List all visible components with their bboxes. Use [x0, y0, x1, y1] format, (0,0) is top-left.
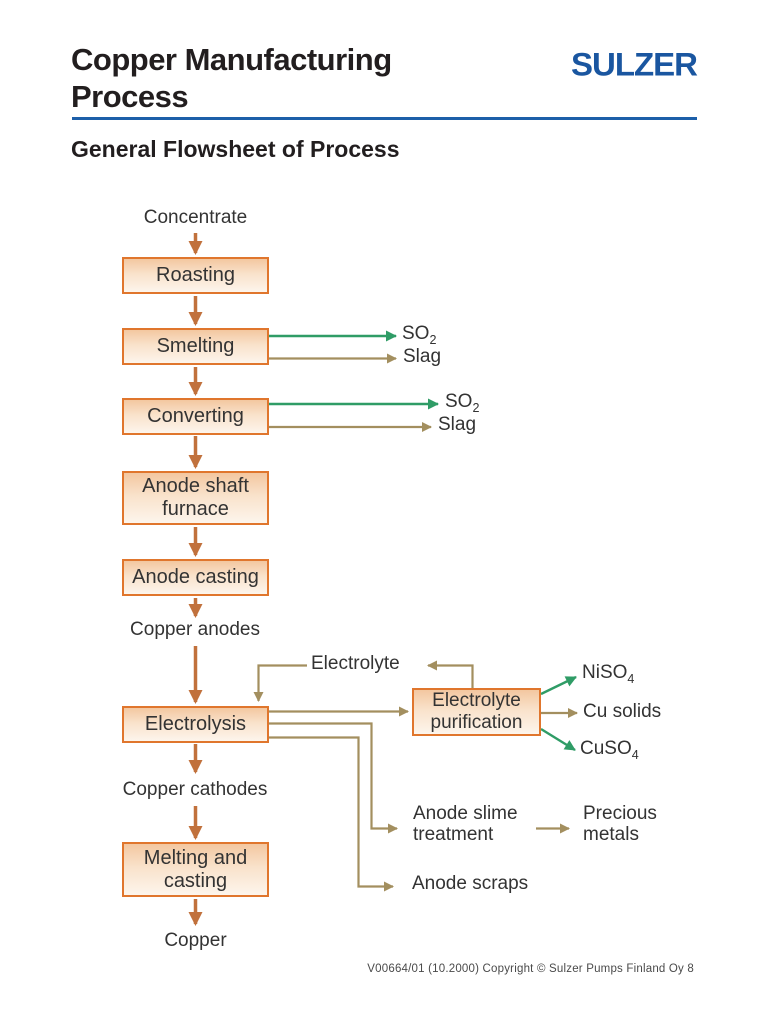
arrow-purification-niso4: [540, 675, 577, 696]
formula-sub: 2: [472, 400, 480, 415]
label-precious-metals: Precious metals: [583, 803, 657, 845]
label-slag-smelting: Slag: [403, 346, 442, 367]
arrow-purification-cuso4: [540, 727, 576, 752]
sulzer-logo: SULZER: [571, 46, 698, 83]
formula-base: NiSO: [582, 662, 628, 683]
label-niso4: NiSO4: [582, 662, 634, 685]
arrow-electrolyte-electrolysis: [253, 664, 307, 702]
arrow-electrolysis-anode-scraps: [269, 736, 394, 892]
formula-sub: 4: [627, 671, 635, 686]
label-so2-converting: SO2: [445, 391, 479, 414]
node-roasting: Roasting: [122, 257, 269, 294]
formula-base: SO: [402, 323, 430, 344]
label-anode-scraps: Anode scraps: [412, 873, 529, 894]
formula-sub: 4: [631, 747, 639, 762]
label-copper-anodes: Copper anodes: [130, 619, 260, 640]
arrow-electrolysis-anode-slime: [269, 722, 398, 834]
arrow-purification-electrolyte: [427, 660, 474, 688]
label-concentrate: Concentrate: [143, 207, 248, 228]
footer-copyright: V00664/01 (10.2000) Copyright © Sulzer P…: [367, 963, 694, 975]
node-converting: Converting: [122, 398, 269, 435]
formula-sub: 2: [429, 332, 437, 347]
label-so2-smelting: SO2: [402, 323, 436, 346]
label-anode-slime-treatment: Anode slime treatment: [413, 803, 518, 845]
label-cu-solids: Cu solids: [583, 701, 662, 722]
node-electrolyte-purification: Electrolyte purification: [412, 688, 541, 736]
node-anode-casting: Anode casting: [122, 559, 269, 596]
label-cuso4: CuSO4: [580, 738, 639, 761]
node-smelting: Smelting: [122, 328, 269, 365]
label-copper: Copper: [164, 930, 227, 951]
node-melting-and-casting: Melting and casting: [122, 842, 269, 897]
node-electrolysis: Electrolysis: [122, 706, 269, 743]
formula-base: SO: [445, 391, 473, 412]
header-rule: [72, 117, 697, 120]
label-electrolyte: Electrolyte: [311, 653, 400, 674]
page-title: Copper Manufacturing Process: [71, 42, 392, 114]
label-slag-converting: Slag: [438, 414, 477, 435]
node-anode-shaft-furnace: Anode shaft furnace: [122, 471, 269, 525]
label-copper-cathodes: Copper cathodes: [122, 779, 268, 800]
formula-base: CuSO: [580, 738, 632, 759]
slide-subtitle: General Flowsheet of Process: [71, 136, 400, 162]
